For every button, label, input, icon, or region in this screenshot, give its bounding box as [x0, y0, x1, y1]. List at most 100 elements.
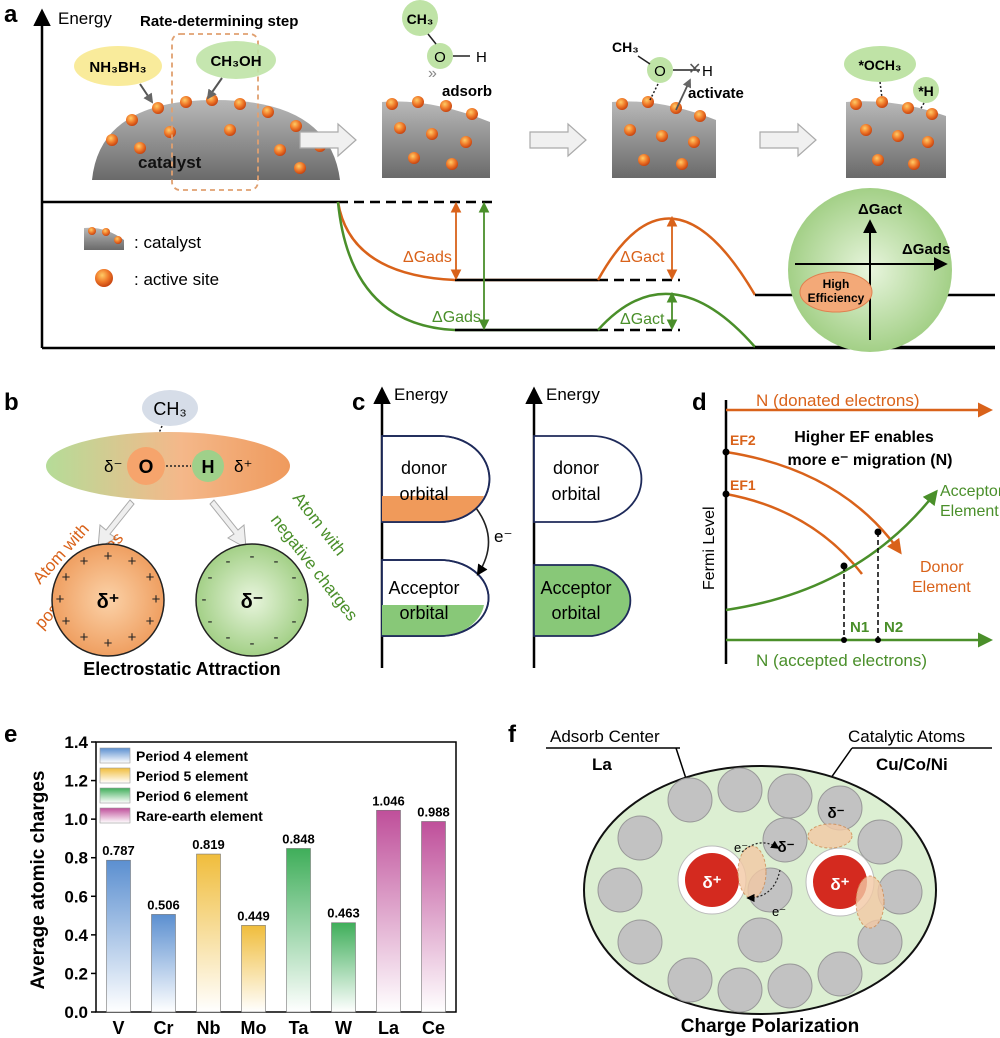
acceptor-curve [725, 489, 938, 612]
donor-text-2b: orbital [551, 484, 600, 504]
y-tick-label: 0.2 [64, 964, 88, 983]
bond-break-icon: ✕ [688, 61, 701, 78]
delta-plus-f2: δ⁺ [830, 875, 849, 894]
electron-label-f2: e⁻ [772, 904, 786, 919]
svg-text:+: + [56, 591, 65, 608]
legend-swatch [99, 807, 131, 824]
ch3oh-label: CH₃OH [210, 53, 261, 70]
svg-text:+: + [128, 553, 137, 570]
svg-text:+: + [62, 569, 71, 586]
legend-site-text: : active site [134, 270, 219, 289]
delta-minus-f2: δ⁻ [827, 805, 844, 822]
svg-text:-: - [202, 591, 207, 608]
x-tick-label: V [112, 1018, 124, 1038]
legend-catalyst-text: : catalyst [134, 233, 201, 252]
nh3bh3-arrow [139, 83, 154, 104]
la-atom-right [813, 855, 867, 909]
svg-text:+: + [62, 613, 71, 630]
ch3oh-bubble [196, 41, 276, 79]
bar-Cr [151, 914, 176, 1013]
acceptor-orbital-1-filled [382, 605, 484, 636]
y-tick-label: 1.0 [64, 810, 88, 829]
bar-value-label: 0.506 [147, 897, 180, 912]
h-star-label: *H [918, 83, 934, 99]
acceptor-text-2a: Acceptor [540, 578, 611, 598]
donor-curve-ef1 [725, 492, 863, 575]
acceptor-element-2: Element [940, 503, 999, 520]
electron-flow-arrow-1 [741, 840, 780, 853]
la-atom-left [685, 853, 739, 907]
active-site-legend-icon [95, 269, 113, 287]
svg-text:-: - [274, 553, 279, 570]
nh3bh3-label: NH₃BH₃ [89, 59, 146, 76]
svg-text:-: - [274, 629, 279, 646]
donor-text-1b: orbital [399, 484, 448, 504]
legend-swatch [99, 767, 131, 784]
inset-dg-ads-label: ΔGads [902, 241, 950, 258]
catalyst-particle-4 [846, 96, 946, 178]
svg-text:-: - [292, 613, 297, 630]
activate-arrow [675, 78, 692, 111]
panel-a: a Energy Rate-determining step catalyst … [4, 0, 995, 352]
panel-c-label: c [352, 389, 365, 416]
x-tick-label: Ce [422, 1018, 445, 1038]
donated-label: N (donated electrons) [756, 391, 919, 410]
adsorb-label: adsorb [442, 83, 492, 100]
svg-text:-: - [208, 569, 213, 586]
dg-ads-green-label: ΔGads [432, 309, 481, 326]
svg-text:+: + [146, 613, 155, 630]
bar-Nb [196, 853, 221, 1013]
h-star-bubble [913, 77, 939, 103]
svg-text:-: - [292, 569, 297, 586]
svg-text:+: + [80, 629, 89, 646]
n1-label: N1 [850, 619, 869, 636]
y-tick-label: 1.2 [64, 772, 88, 791]
ef2-label: EF2 [730, 432, 756, 448]
sphere-delta-plus: δ⁺ [97, 591, 120, 613]
bar-V [106, 859, 131, 1013]
panel-a-label: a [4, 1, 18, 28]
dg-ads-orange-label: ΔGads [403, 249, 452, 266]
donor-curve-ef2 [725, 450, 902, 555]
high-efficiency-bubble [799, 271, 873, 313]
acceptor-text-1a: Acceptor [388, 578, 459, 598]
o-label-b: O [139, 457, 154, 478]
charge-cloud-3 [855, 875, 885, 929]
bar-La [376, 809, 401, 1013]
svg-text:-: - [226, 553, 231, 570]
bar-value-label: 0.988 [417, 804, 450, 819]
panel-b-title: Electrostatic Attraction [83, 659, 280, 679]
svg-text:+: + [80, 553, 89, 570]
energy-label-c1: Energy [394, 385, 448, 404]
accepted-label: N (accepted electrons) [756, 651, 927, 670]
lattice-gray-atoms [597, 767, 923, 1013]
orange-ads-curve [336, 201, 598, 282]
dg-act-green-label: ΔGact [620, 311, 665, 328]
bar-Mo [241, 925, 266, 1013]
ch3-bubble-2 [402, 0, 438, 36]
catalyst-particle-2 [382, 96, 490, 178]
donor-orbital-filled [382, 496, 484, 523]
adsorb-chevron-icon: » [428, 65, 437, 82]
y-tick-label: 1.4 [64, 733, 88, 752]
bar-W [331, 922, 356, 1013]
y-tick-label: 0.0 [64, 1003, 88, 1022]
panel-d-label: d [692, 389, 707, 416]
panel-f-title: Charge Polarization [681, 1016, 859, 1037]
svg-text:-: - [250, 548, 255, 565]
panel-e-label: e [4, 721, 17, 748]
legend-label: Period 4 element [136, 748, 248, 764]
bar-value-label: 0.449 [237, 908, 270, 923]
positive-sphere [51, 543, 165, 657]
electron-flow-arrow-2 [746, 869, 781, 903]
h-atom-b [192, 450, 224, 482]
h-label-2: H [476, 49, 487, 66]
legend-label: Period 5 element [136, 768, 248, 784]
och3-label: *OCH₃ [858, 57, 901, 73]
catalytic-atoms-label: Catalytic Atoms [848, 727, 965, 746]
activate-label: activate [688, 85, 744, 102]
acceptor-element-1: Acceptor [940, 483, 1000, 500]
legend-swatch [99, 787, 131, 804]
